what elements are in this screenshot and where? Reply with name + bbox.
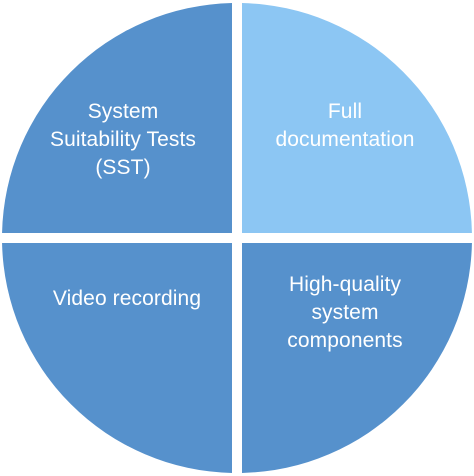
quadrant-bottom-left-label: Video recording: [32, 285, 222, 313]
quadrant-bottom-left-line-1: Video recording: [52, 287, 202, 310]
quadrant-top-left-line-2: Suitability Tests: [49, 128, 197, 151]
quadrant-top-right-line-1: Full: [327, 100, 363, 123]
quadrant-bottom-right-label: High-quality system components: [250, 271, 440, 355]
quadrant-bottom-right-line-2: system: [311, 301, 379, 324]
quadrant-top-right-line-2: documentation: [275, 128, 415, 151]
quadrant-top-left-label: System Suitability Tests (SST): [28, 98, 218, 182]
quadrant-top-right-label: Full documentation: [250, 98, 440, 154]
quadrant-bottom-right: [242, 243, 472, 473]
quadrant-top-left-line-3: (SST): [95, 156, 151, 179]
quadrant-top-left-line-1: System: [87, 100, 159, 123]
quadrant-bottom-right-line-3: components: [287, 329, 403, 352]
quadrant-top-left: [2, 3, 233, 234]
quadrant-bottom-right-line-1: High-quality: [288, 273, 402, 296]
quadrant-top-right: [242, 3, 472, 234]
quadrant-bottom-left: [2, 243, 233, 473]
